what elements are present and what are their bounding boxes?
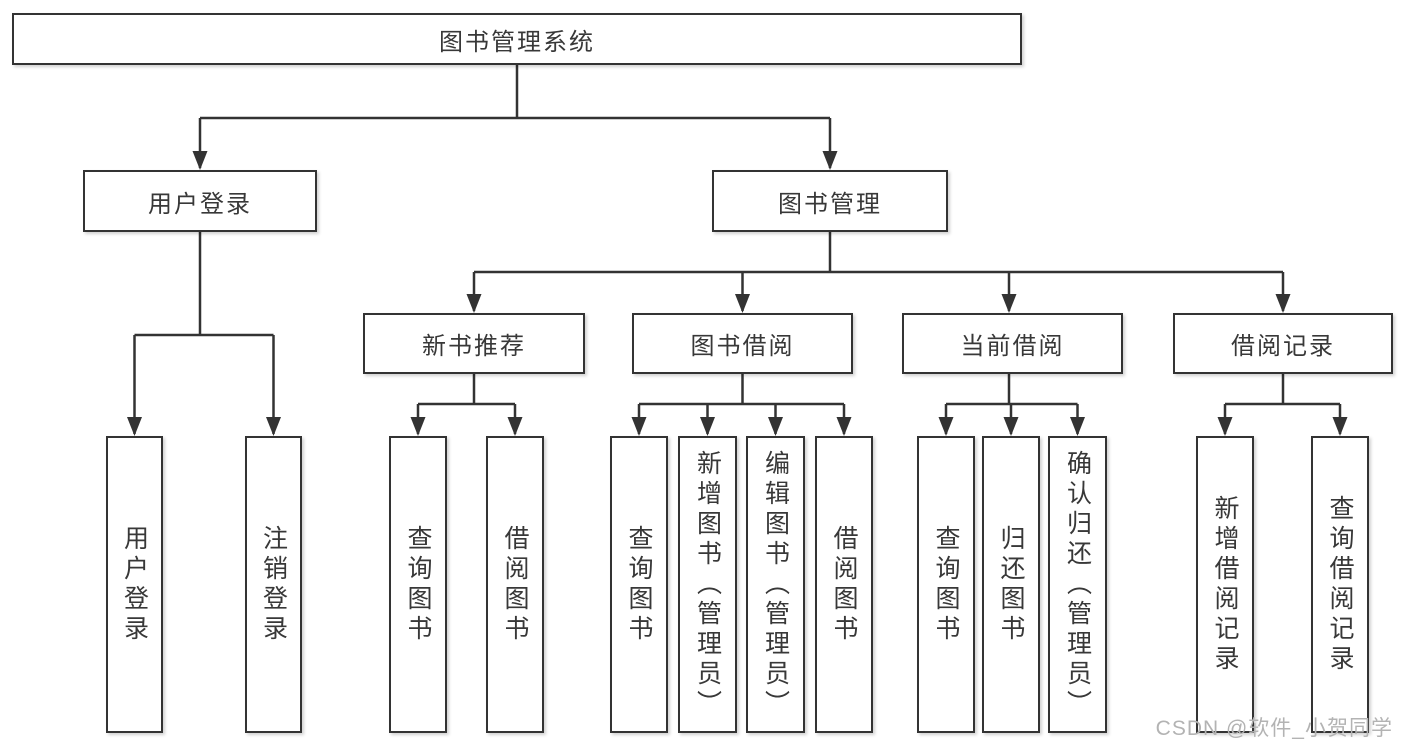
node-book-borrowing: 图书借阅 — [632, 313, 853, 374]
edge-book-borrowing-split — [637, 374, 846, 434]
leaf-logout: 注销登录 — [245, 436, 302, 733]
leaf-current-confirm-return-admin: 确认归还（管理员） — [1048, 436, 1107, 733]
arrowhead — [410, 417, 426, 436]
node-borrowing-records: 借阅记录 — [1173, 313, 1393, 374]
arrowhead — [1275, 294, 1291, 313]
node-label: 当前借阅 — [960, 333, 1065, 360]
node-label: 注销登录 — [259, 524, 288, 645]
node-label: 借阅图书 — [501, 524, 529, 645]
arrowhead — [1070, 417, 1085, 436]
node-label: 图书借阅 — [690, 333, 795, 360]
edge-borrowing-records-split — [1223, 374, 1342, 434]
node-label: 用户登录 — [120, 524, 149, 645]
leaf-borrowing-add-books-admin: 新增图书（管理员） — [678, 436, 737, 733]
node-new-book-recommend: 新书推荐 — [363, 313, 585, 374]
node-label: 查询图书 — [404, 524, 432, 645]
leaf-records-query-record: 查询借阅记录 — [1311, 436, 1369, 733]
node-current-borrowing: 当前借阅 — [902, 313, 1123, 374]
leaf-borrowing-query-books: 查询图书 — [610, 436, 668, 733]
leaf-records-add-record: 新增借阅记录 — [1196, 436, 1254, 733]
arrowhead — [127, 417, 142, 436]
csdn-watermark: CSDN @软件_小贺同学 — [1155, 717, 1393, 740]
arrowhead — [266, 417, 281, 436]
edge-book-management-split — [472, 232, 1285, 311]
node-user-login: 用户登录 — [83, 170, 317, 232]
edge-user-login-split — [133, 232, 275, 434]
edge-new-book-recommend-split — [416, 374, 517, 434]
node-label: 查询图书 — [625, 524, 653, 645]
arrowhead — [507, 417, 523, 436]
arrowhead — [768, 417, 783, 436]
leaf-borrowing-borrow-books: 借阅图书 — [815, 436, 873, 733]
node-label: 借阅图书 — [830, 524, 858, 645]
node-label: 新增借阅记录 — [1211, 494, 1239, 675]
arrowhead — [938, 417, 954, 436]
leaf-user-login: 用户登录 — [106, 436, 163, 733]
arrowhead — [192, 151, 208, 170]
arrowhead — [1332, 417, 1348, 436]
node-label: 确认归还（管理员） — [1063, 449, 1092, 720]
node-label: 查询图书 — [932, 524, 960, 645]
node-label: 新增图书（管理员） — [693, 449, 722, 720]
leaf-current-return-books: 归还图书 — [982, 436, 1040, 733]
arrowhead — [1003, 417, 1019, 436]
leaf-recommend-query-books: 查询图书 — [389, 436, 447, 733]
node-book-management: 图书管理 — [712, 170, 948, 232]
node-label: 用户登录 — [148, 190, 252, 218]
leaf-recommend-borrow-books: 借阅图书 — [486, 436, 544, 733]
arrowhead — [1217, 417, 1233, 436]
edge-root-split — [198, 65, 832, 168]
node-label: 借阅记录 — [1231, 333, 1335, 360]
arrowhead — [1001, 294, 1017, 313]
node-library-system: 图书管理系统 — [12, 13, 1022, 65]
arrowhead — [836, 417, 852, 436]
arrowhead — [466, 294, 482, 313]
arrowhead — [631, 417, 647, 436]
node-label: 归还图书 — [997, 524, 1025, 645]
node-label: 图书管理 — [778, 190, 882, 218]
arrowhead — [735, 294, 750, 313]
arrowhead — [700, 417, 715, 436]
node-label: 查询借阅记录 — [1326, 494, 1354, 675]
leaf-current-query-books: 查询图书 — [917, 436, 975, 733]
node-label: 图书管理系统 — [439, 28, 595, 56]
arrowhead — [822, 151, 838, 170]
leaf-borrowing-edit-books-admin: 编辑图书（管理员） — [746, 436, 805, 733]
node-label: 编辑图书（管理员） — [761, 449, 790, 720]
node-label: 新书推荐 — [422, 333, 526, 360]
